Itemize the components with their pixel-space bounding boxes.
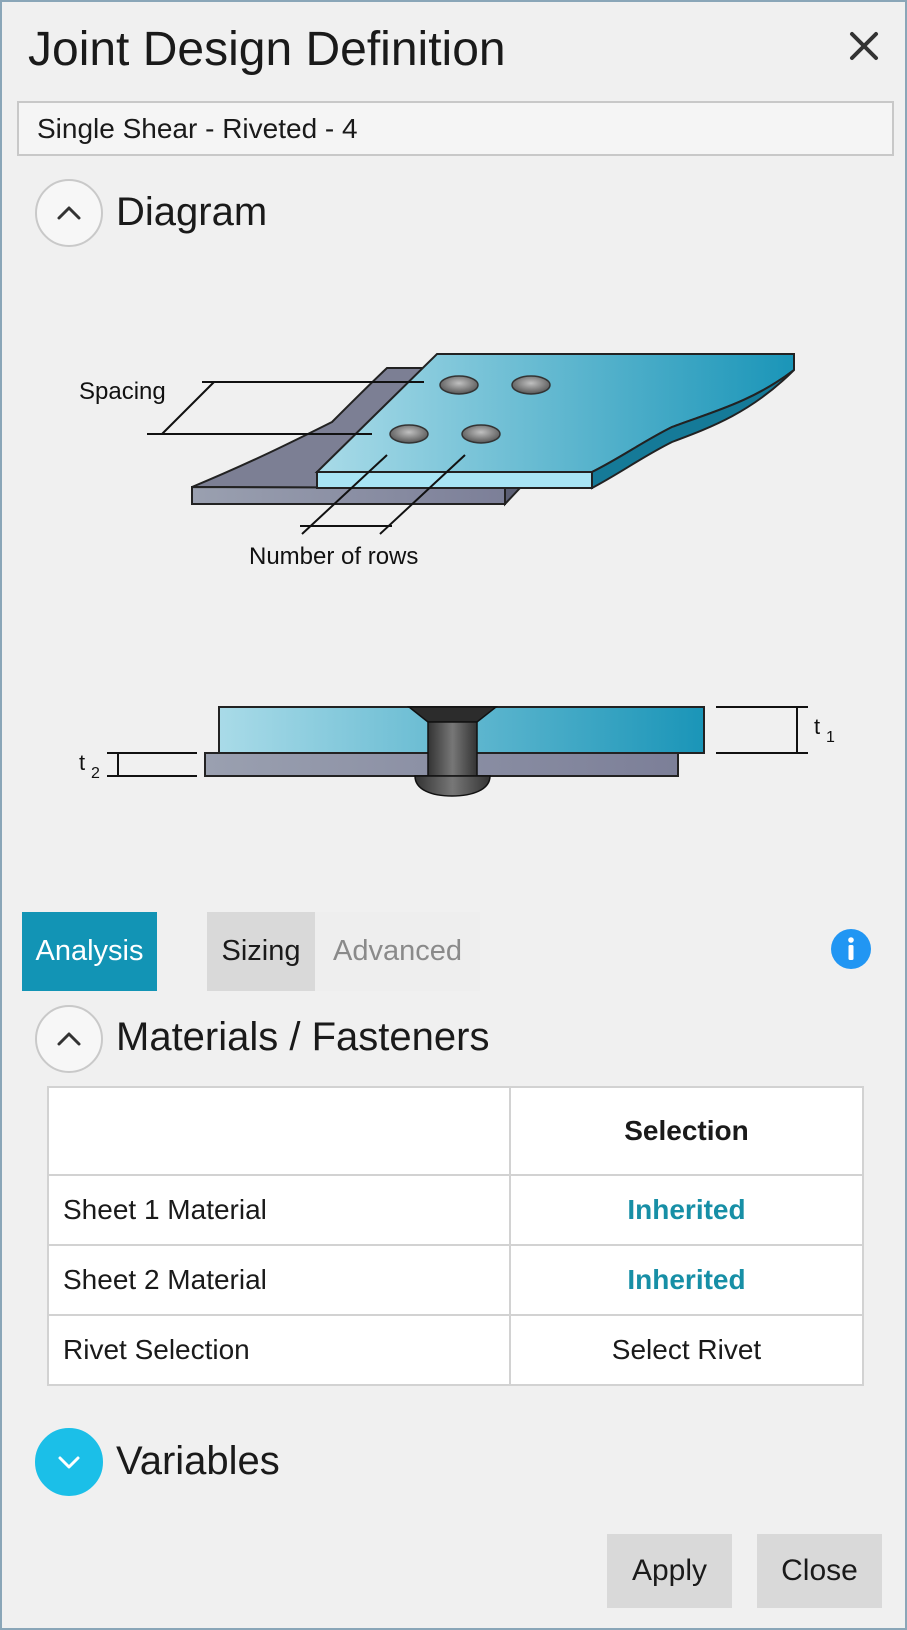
select-rivet-cell[interactable]: Select Rivet [509,1314,864,1386]
t2-subscript: 2 [91,765,100,782]
chevron-up-icon [57,1032,81,1046]
apply-button[interactable]: Apply [607,1534,732,1608]
materials-collapse-button[interactable] [35,1005,103,1073]
row-label: Rivet Selection [47,1314,511,1386]
chevron-down-icon [58,1456,80,1469]
sheet2-material-link[interactable]: Inherited [509,1244,864,1316]
row-label: Sheet 1 Material [47,1174,511,1246]
row-label: Sheet 2 Material [47,1244,511,1316]
chevron-up-icon [57,206,81,220]
close-button[interactable]: Close [757,1534,882,1608]
diagram-section-title: Diagram [116,190,268,234]
variables-expand-button[interactable] [35,1428,103,1496]
dialog-title: Joint Design Definition [28,23,506,76]
table-row: Sheet 2 Material Inherited [47,1244,864,1316]
materials-table: Selection Sheet 1 Material Inherited She… [47,1086,864,1386]
close-icon[interactable] [844,26,884,66]
diagram-collapse-button[interactable] [35,179,103,247]
spacing-label: Spacing [79,378,166,405]
sheet1-material-link[interactable]: Inherited [509,1174,864,1246]
table-header-empty [47,1086,511,1176]
table-header-row: Selection [47,1086,864,1176]
table-header-selection: Selection [509,1086,864,1176]
rows-label: Number of rows [249,543,418,570]
materials-section-title: Materials / Fasteners [116,1015,490,1059]
table-row: Rivet Selection Select Rivet [47,1314,864,1386]
t1-label: t [814,714,820,739]
table-row: Sheet 1 Material Inherited [47,1174,864,1246]
tab-analysis[interactable]: Analysis [22,912,157,991]
t2-label: t [79,750,85,775]
joint-name-input[interactable] [17,101,894,156]
variables-section-title: Variables [116,1439,280,1483]
tab-advanced[interactable]: Advanced [315,912,480,991]
t1-subscript: 1 [826,729,835,746]
tab-sizing[interactable]: Sizing [207,912,315,991]
joint-diagram: Spacing Number of rows t 1 t 2 [79,353,835,797]
info-icon[interactable] [830,928,872,970]
